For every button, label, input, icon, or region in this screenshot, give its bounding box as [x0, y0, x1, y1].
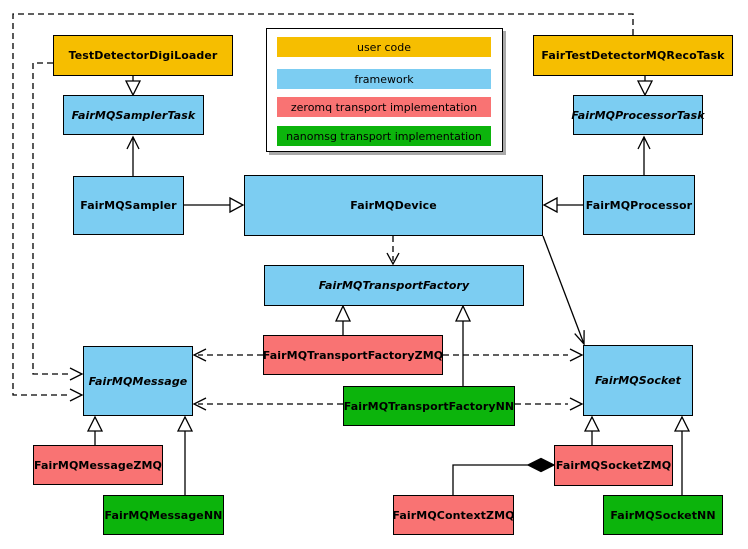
legend-item-zeromq: zeromq transport implementation: [277, 97, 491, 117]
node-fairmqmessage: FairMQMessage: [83, 346, 193, 416]
node-fairmqtransportfactory: FairMQTransportFactory: [264, 265, 524, 306]
edge-fairmqtransportfactorynn-fairmqtransportfactory: [454, 304, 472, 386]
node-fairmqsampler: FairMQSampler: [73, 176, 184, 235]
legend-item-framework: framework: [277, 69, 491, 89]
edge-fairmqdevice-fairmqtransportfactory: [386, 236, 400, 266]
node-fairmqsamplertask: FairMQSamplerTask: [63, 95, 204, 135]
node-fairmqsocketnn: FairMQSocketNN: [603, 495, 723, 535]
node-fairmqdevice: FairMQDevice: [244, 175, 543, 236]
node-fairmqmessagezmq: FairMQMessageZMQ: [33, 445, 163, 485]
edge-fairtestdetectormqrecotask-fairmqprocessortask: [636, 76, 654, 97]
legend-item-nanomsg: nanomsg transport implementation: [277, 126, 491, 146]
edge-fairmqsampler-fairmqsamplertask: [126, 135, 140, 176]
node-fairtestdetectormqrecotask: FairTestDetectorMQRecoTask: [533, 35, 733, 76]
edge-fairmqprocessor-fairmqdevice: [542, 196, 583, 214]
edge-fairmqtransportfactoryzmq-fairmqtransportfactory: [334, 304, 352, 335]
legend-item-user-code: user code: [277, 37, 491, 57]
edge-fairmqtransportfactorynn-fairmqsocket: [515, 397, 584, 411]
edge-fairmqsocketnn-fairmqsocket: [673, 415, 691, 495]
node-fairmqprocessor: FairMQProcessor: [583, 175, 695, 235]
edge-fairmqtransportfactoryzmq-fairmqmessage: [192, 348, 263, 362]
edge-fairmqmessagezmq-fairmqmessage: [86, 415, 104, 445]
edge-fairmqsampler-fairmqdevice: [184, 196, 245, 214]
node-fairmqsocketzmq: FairMQSocketZMQ: [554, 445, 673, 486]
legend-box: user code framework zeromq transport imp…: [266, 28, 503, 152]
edge-fairmqmessagenn-fairmqmessage: [176, 415, 194, 495]
node-fairmqcontextzmq: FairMQContextZMQ: [392, 495, 515, 535]
edge-fairtestdetectormqrecotask-fairmqmessage: [12, 13, 634, 402]
edge-fairmqsocketzmq-fairmqsocket: [583, 415, 601, 445]
node-fairmqtransportfactoryzmq: FairMQTransportFactoryZMQ: [263, 335, 443, 375]
edge-fairmqdevice-fairmqsocket: [542, 235, 585, 346]
edge-fairmqprocessor-fairmqprocessortask: [637, 135, 651, 176]
node-fairmqprocessortask: FairMQProcessorTask: [571, 95, 705, 135]
node-fairmqmessagenn: FairMQMessageNN: [103, 495, 224, 535]
node-fairmqtransportfactorynn: FairMQTransportFactoryNN: [343, 386, 515, 426]
edge-fairmqtransportfactorynn-fairmqmessage: [192, 397, 343, 411]
edge-testdetectordigiloader-fairmqsamplertask: [124, 76, 142, 97]
edge-fairmqcontextzmq-fairmqsocketzmq: [452, 457, 556, 495]
edge-fairmqtransportfactoryzmq-fairmqsocket: [443, 348, 584, 362]
node-fairmqsocket: FairMQSocket: [583, 345, 693, 416]
node-testdetectordigiloader: TestDetectorDigiLoader: [53, 35, 233, 76]
edge-testdetectordigiloader-fairmqmessage: [32, 62, 84, 381]
